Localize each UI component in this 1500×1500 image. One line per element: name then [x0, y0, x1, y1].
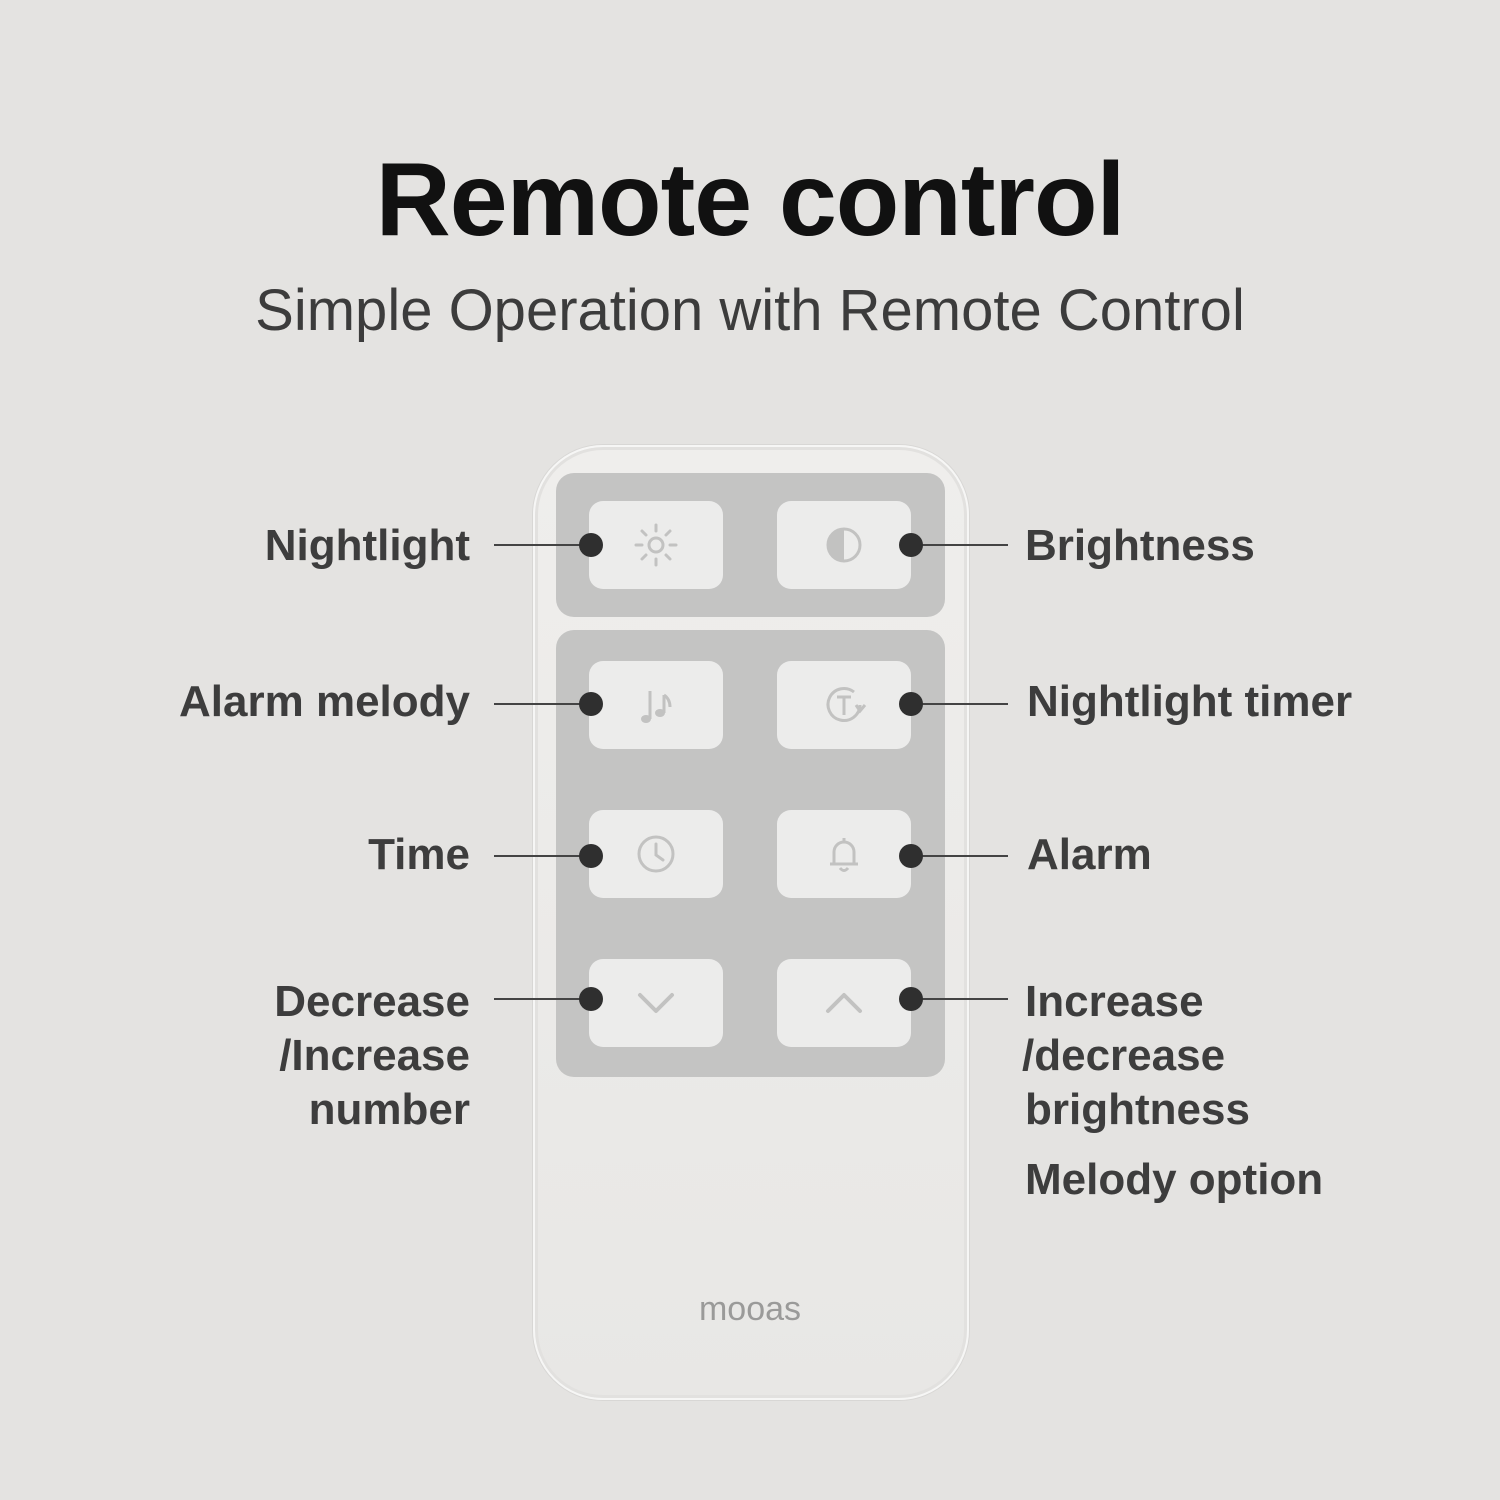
- pointer-dot-brightness: [899, 533, 923, 557]
- increase-button[interactable]: [777, 959, 911, 1047]
- leader-line-brightness: [911, 544, 1008, 546]
- alarm-melody-button[interactable]: [589, 661, 723, 749]
- time-button[interactable]: [589, 810, 723, 898]
- label-alarm: Alarm: [1027, 830, 1152, 879]
- decrease-button[interactable]: [589, 959, 723, 1047]
- label-increase-line1: Increase: [1025, 977, 1204, 1026]
- label-decrease-line3: number: [308, 1085, 470, 1134]
- pointer-dot-nightlight: [579, 533, 603, 557]
- label-nightlight: Nightlight: [264, 521, 470, 570]
- label-nightlight-timer: Nightlight timer: [1027, 677, 1353, 726]
- pointer-dot-increase: [899, 987, 923, 1011]
- music-note-icon: [641, 691, 672, 723]
- pointer-dot-alarm-melody: [579, 692, 603, 716]
- clock-icon: [637, 835, 675, 873]
- alarm-button[interactable]: [777, 810, 911, 898]
- pointer-dot-decrease: [579, 987, 603, 1011]
- label-time: Time: [368, 830, 470, 879]
- mooas-logo: mooas: [699, 1290, 801, 1328]
- leader-line-alarm: [911, 855, 1008, 857]
- svg-text:mooas: mooas: [699, 1290, 801, 1328]
- bell-icon: [830, 838, 858, 872]
- label-alarm-melody: Alarm melody: [179, 677, 470, 726]
- label-melody-option: Melody option: [1025, 1155, 1324, 1204]
- leader-line-alarm-melody: [494, 703, 592, 705]
- chevron-up-icon: [826, 993, 862, 1013]
- label-decrease-line1: Decrease: [274, 977, 470, 1026]
- leader-line-decrease: [494, 998, 592, 1000]
- sun-icon: [634, 523, 678, 567]
- label-brightness: Brightness: [1025, 521, 1255, 570]
- label-increase-line2: /decrease: [1022, 1031, 1226, 1080]
- timer-icon: [826, 687, 867, 722]
- leader-line-time: [494, 855, 592, 857]
- label-decrease-line2: /Increase: [279, 1031, 470, 1080]
- pointer-dot-nightlight-timer: [899, 692, 923, 716]
- pointer-dot-alarm: [899, 844, 923, 868]
- half-circle-icon: [826, 527, 862, 563]
- page-subtitle: Simple Operation with Remote Control: [255, 278, 1245, 343]
- label-increase-line3: brightness: [1025, 1085, 1250, 1134]
- page-title: Remote control: [375, 142, 1126, 258]
- pointer-dot-time: [579, 844, 603, 868]
- nightlight-timer-button[interactable]: [777, 661, 911, 749]
- brightness-button[interactable]: [777, 501, 911, 589]
- chevron-down-icon: [638, 993, 674, 1013]
- nightlight-button[interactable]: [589, 501, 723, 589]
- leader-line-nightlight: [494, 544, 592, 546]
- leader-line-nightlight-timer: [911, 703, 1008, 705]
- leader-line-increase: [911, 998, 1008, 1000]
